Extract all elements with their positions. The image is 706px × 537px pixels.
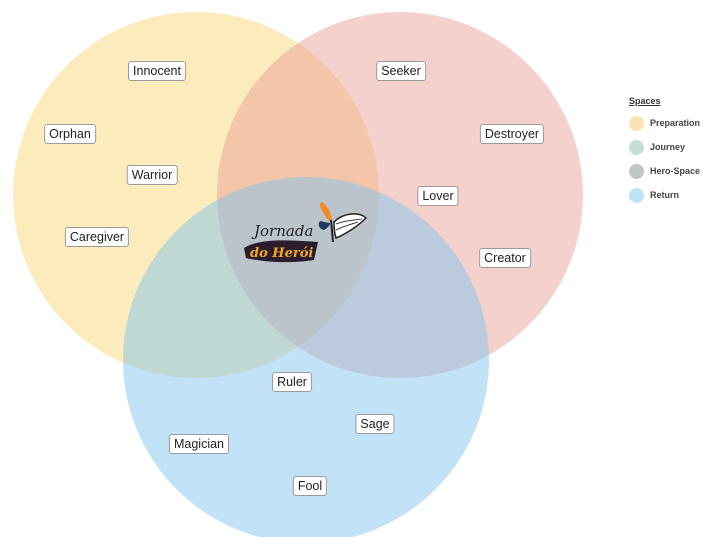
legend-swatch-journey: [629, 139, 644, 155]
logo-line1: Jornada: [251, 222, 313, 240]
brush-stroke-shape: [244, 240, 318, 263]
legend-label: Return: [650, 190, 679, 200]
legend-label: Preparation: [650, 118, 701, 128]
label-innocent[interactable]: Innocent: [128, 61, 186, 81]
legend-swatch-preparation: [629, 115, 644, 131]
legend-swatch-return: [629, 187, 644, 203]
legend-swatch-hero-space: [629, 163, 644, 179]
label-caregiver[interactable]: Caregiver: [64, 227, 130, 247]
label-creator[interactable]: Creator: [479, 248, 531, 268]
legend-item-preparation[interactable]: Preparation: [629, 111, 700, 135]
legend-item-return[interactable]: Return: [629, 183, 700, 207]
destroyer-circle[interactable]: [217, 12, 583, 378]
label-ruler[interactable]: Ruler: [272, 372, 312, 392]
label-fool[interactable]: Fool: [292, 476, 328, 496]
legend: Spaces Preparation Journey Hero-Space Re…: [629, 96, 700, 207]
legend-item-journey[interactable]: Journey: [629, 135, 700, 159]
preparation-circle[interactable]: [13, 12, 379, 378]
logo-graphic: Jornada do Herói: [244, 202, 368, 263]
legend-label: Journey: [650, 142, 686, 152]
butterfly-icon: [318, 202, 368, 243]
label-sage[interactable]: Sage: [355, 414, 395, 434]
legend-title: Spaces: [629, 96, 661, 106]
label-magician[interactable]: Magician: [168, 434, 230, 454]
logo-line2: do Herói: [250, 246, 313, 261]
legend-item-hero-space[interactable]: Hero-Space: [629, 159, 700, 183]
jornada-do-heroi-logo: Jornada do Herói: [240, 198, 370, 268]
label-destroyer[interactable]: Destroyer: [479, 124, 545, 144]
label-lover[interactable]: Lover: [417, 186, 459, 206]
label-orphan[interactable]: Orphan: [44, 124, 96, 144]
label-warrior[interactable]: Warrior: [126, 165, 178, 185]
label-seeker[interactable]: Seeker: [376, 61, 426, 81]
legend-label: Hero-Space: [650, 166, 701, 176]
